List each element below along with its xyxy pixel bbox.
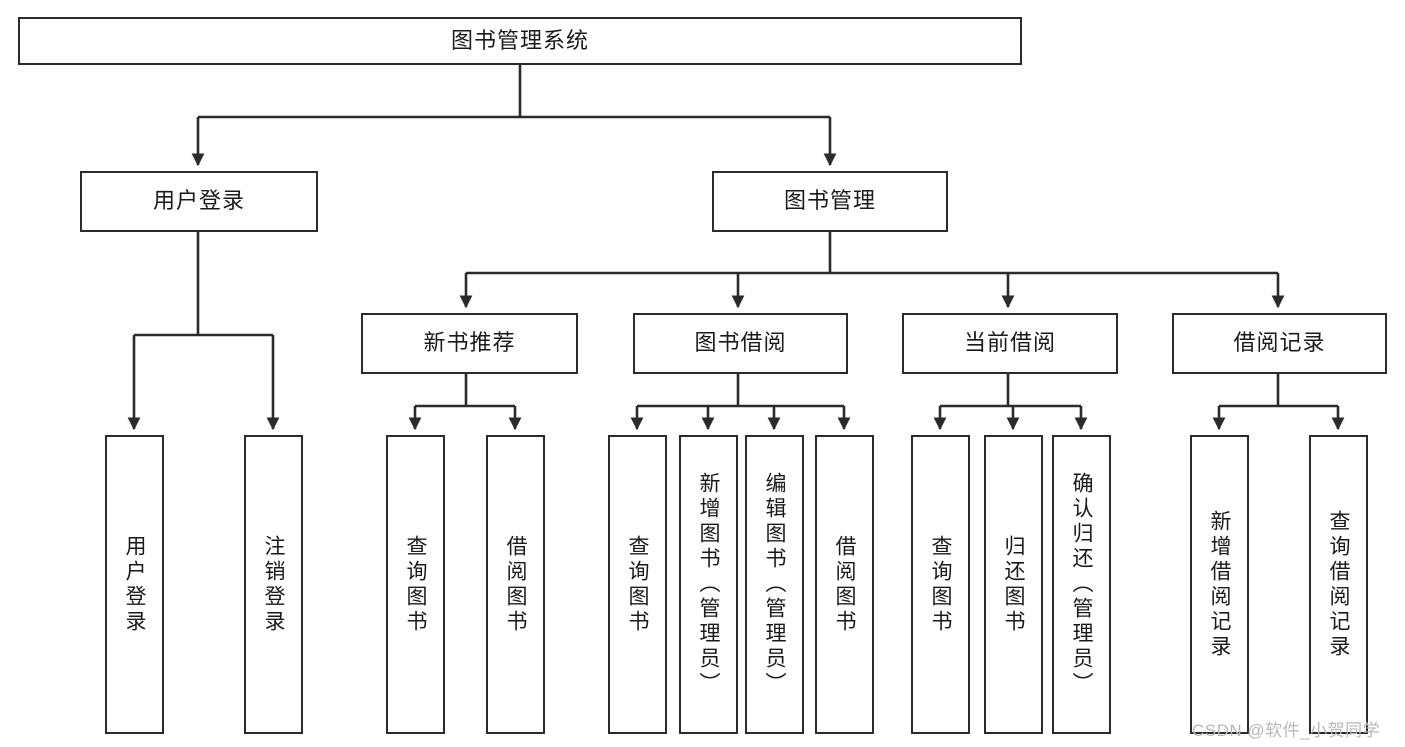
- node-leaf-user-login-label: 用户登录: [123, 534, 147, 635]
- node-leaf-edit-book-label: 编辑图书（管理员）: [763, 472, 787, 697]
- node-book-borrow-label: 图书借阅: [694, 330, 787, 356]
- node-current-borrow[interactable]: 当前借阅: [902, 313, 1118, 374]
- node-leaf-add-record[interactable]: 新增借阅记录: [1190, 435, 1249, 734]
- node-leaf-query-book-cur[interactable]: 查询图书: [911, 435, 970, 734]
- node-leaf-return-book-label: 归还图书: [1002, 534, 1026, 635]
- node-leaf-query-book[interactable]: 查询图书: [608, 435, 667, 734]
- node-new-book-rec-label: 新书推荐: [423, 330, 516, 356]
- node-book-manage[interactable]: 图书管理: [712, 171, 948, 232]
- node-leaf-query-book-rec-label: 查询图书: [404, 534, 428, 635]
- node-borrow-record-label: 借阅记录: [1233, 330, 1326, 356]
- node-leaf-borrow-book-rec[interactable]: 借阅图书: [486, 435, 545, 734]
- node-leaf-add-book-label: 新增图书（管理员）: [697, 472, 721, 697]
- node-current-borrow-label: 当前借阅: [963, 330, 1056, 356]
- node-user-login[interactable]: 用户登录: [80, 171, 318, 232]
- node-leaf-borrow-book-label: 借阅图书: [833, 534, 857, 635]
- node-book-manage-label: 图书管理: [783, 188, 876, 214]
- node-leaf-user-login[interactable]: 用户登录: [105, 435, 164, 734]
- node-borrow-record[interactable]: 借阅记录: [1172, 313, 1387, 374]
- node-leaf-borrow-book[interactable]: 借阅图书: [815, 435, 874, 734]
- node-leaf-edit-book[interactable]: 编辑图书（管理员）: [745, 435, 804, 734]
- node-leaf-query-book-label: 查询图书: [626, 534, 650, 635]
- node-leaf-confirm-return[interactable]: 确认归还（管理员）: [1052, 435, 1111, 734]
- node-root-label: 图书管理系统: [450, 27, 589, 53]
- node-leaf-logout[interactable]: 注销登录: [244, 435, 303, 734]
- node-leaf-confirm-return-label: 确认归还（管理员）: [1070, 472, 1094, 697]
- node-leaf-borrow-book-rec-label: 借阅图书: [504, 534, 528, 635]
- node-new-book-rec[interactable]: 新书推荐: [361, 313, 578, 374]
- node-root[interactable]: 图书管理系统: [18, 17, 1022, 65]
- node-leaf-logout-label: 注销登录: [262, 534, 286, 635]
- watermark: CSDN @软件_小贺同学: [1192, 721, 1381, 740]
- node-leaf-query-book-rec[interactable]: 查询图书: [386, 435, 445, 734]
- node-leaf-query-book-cur-label: 查询图书: [929, 534, 953, 635]
- node-leaf-return-book[interactable]: 归还图书: [984, 435, 1043, 734]
- node-user-login-label: 用户登录: [152, 188, 245, 214]
- node-leaf-query-record[interactable]: 查询借阅记录: [1309, 435, 1368, 734]
- node-leaf-add-book[interactable]: 新增图书（管理员）: [679, 435, 738, 734]
- node-leaf-add-record-label: 新增借阅记录: [1208, 509, 1232, 660]
- node-leaf-query-record-label: 查询借阅记录: [1327, 509, 1351, 660]
- node-book-borrow[interactable]: 图书借阅: [633, 313, 848, 374]
